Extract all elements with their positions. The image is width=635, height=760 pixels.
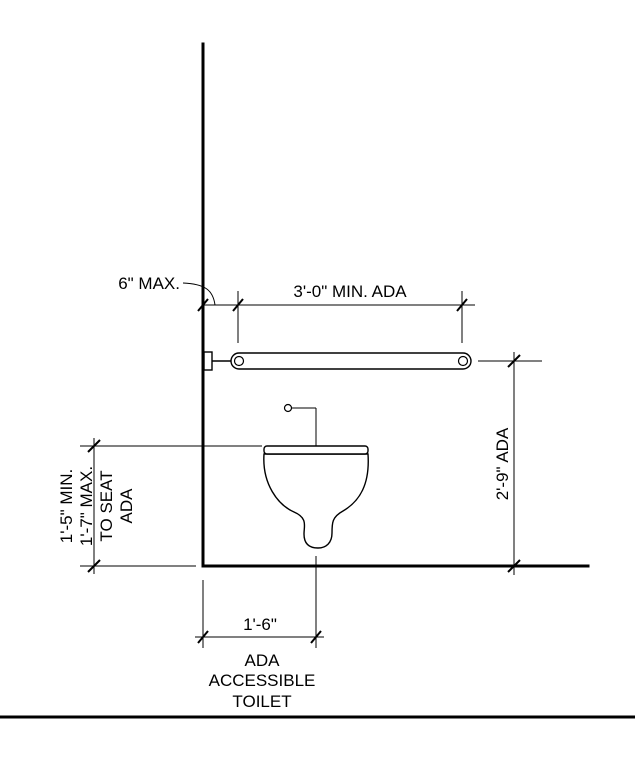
wall-offset-dimension: 6" MAX. xyxy=(118,274,238,312)
seat-height-tick-top xyxy=(87,439,101,453)
flush-valve-knob xyxy=(283,403,293,413)
grab-bar-end-cap-left xyxy=(233,355,245,367)
grab-bar-height-dimension: 2'-9" ADA xyxy=(478,352,542,575)
seat-height-label-line1: 1'-5" MIN. xyxy=(57,469,76,543)
seat-height-label-line4: ADA xyxy=(117,488,136,524)
seat-height-label-line2: 1'-7" MAX. xyxy=(77,466,96,546)
toilet-seat xyxy=(263,445,369,455)
grab-bar-wall-flange xyxy=(203,351,213,371)
toilet-bowl xyxy=(263,453,369,549)
grab-bar-height-tick-bottom xyxy=(507,559,521,573)
wall-offset-leader xyxy=(182,282,216,306)
centerline-tick-left xyxy=(197,630,209,644)
caption-line3: TOILET xyxy=(232,692,291,711)
centerline-tick-right xyxy=(310,630,322,644)
caption-line1: ADA xyxy=(245,651,281,670)
centerline-label: 1'-6" xyxy=(243,615,277,634)
grab-bar-length-dimension: 3'-0" MIN. ADA xyxy=(225,282,475,343)
grab-bar-end-cap-right xyxy=(457,355,469,367)
wall-offset-label: 6" MAX. xyxy=(118,274,180,293)
centerline-dimension: 1'-6" xyxy=(195,556,324,648)
wall-offset-tick-left xyxy=(197,298,209,312)
grab-bar-height-label: 2'-9" ADA xyxy=(493,427,512,500)
caption-line2: ACCESSIBLE xyxy=(209,671,316,690)
seat-height-label-line3: TO SEAT xyxy=(97,470,116,541)
grab-bar-height-tick-top xyxy=(507,354,521,368)
grab-bar-length-tick-right xyxy=(456,298,468,312)
seat-height-dimension: 1'-5" MIN. 1'-7" MAX. TO SEAT ADA xyxy=(57,438,262,574)
seat-height-tick-bottom xyxy=(87,559,101,573)
grab-bar xyxy=(203,351,472,371)
grab-bar-length-tick-left xyxy=(232,298,244,312)
toilet-fixture xyxy=(263,403,369,549)
grab-bar-tube xyxy=(230,352,472,370)
drawing-caption: ADA ACCESSIBLE TOILET xyxy=(209,651,316,711)
grab-bar-length-label: 3'-0" MIN. ADA xyxy=(293,282,407,301)
